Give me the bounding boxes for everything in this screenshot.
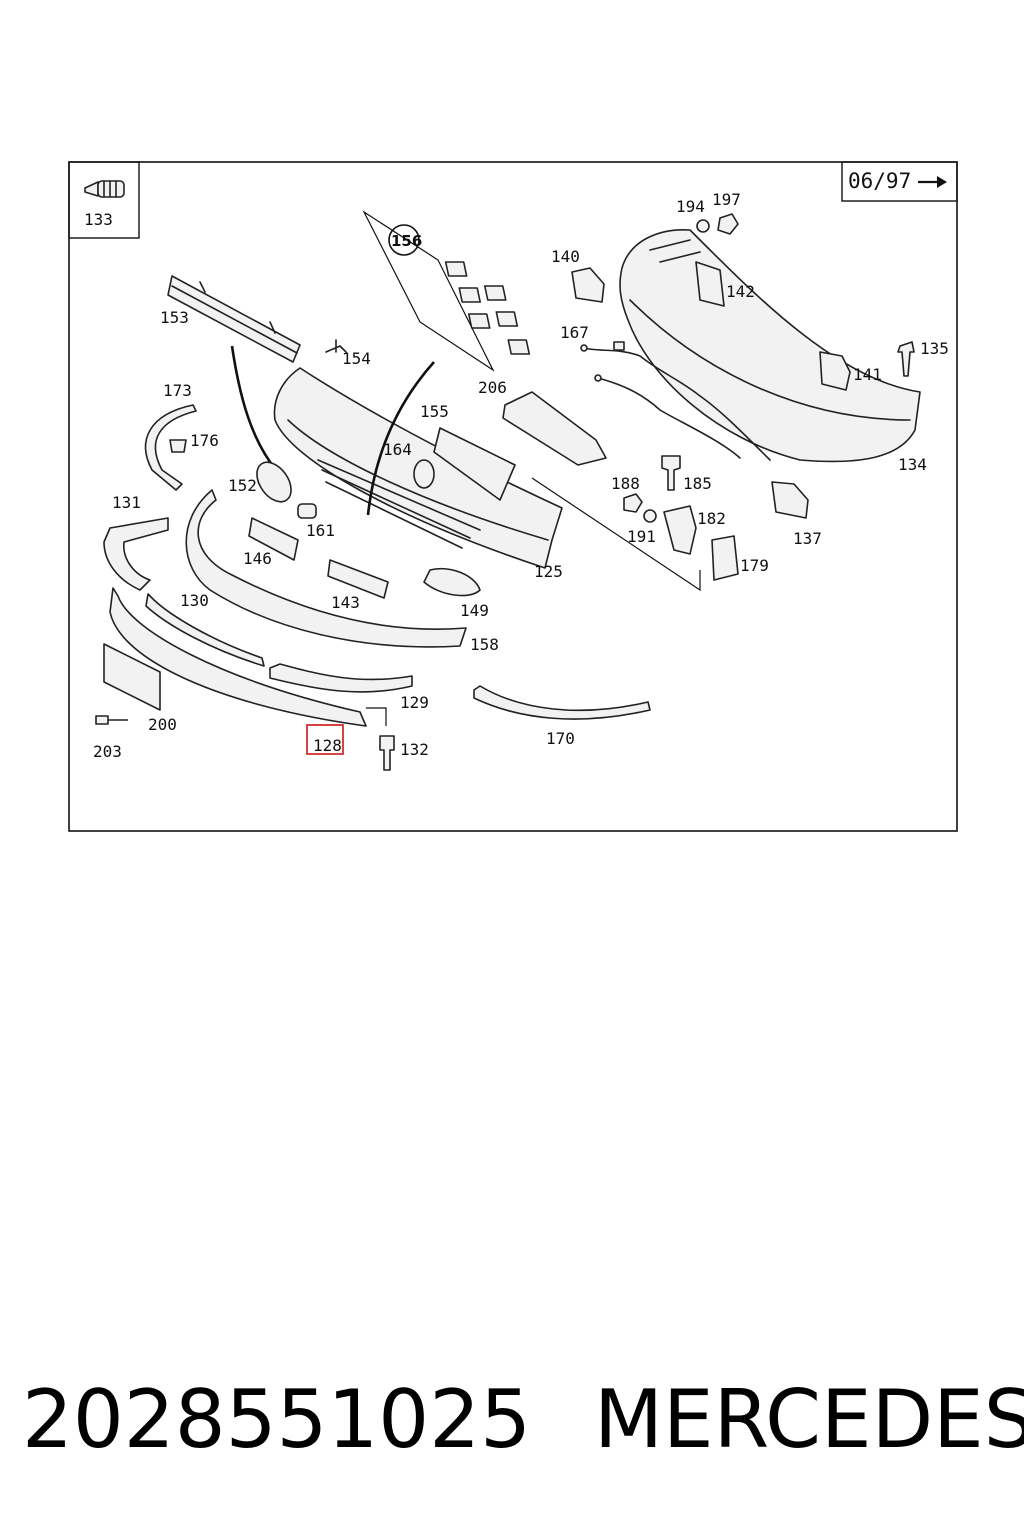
callout-142: 142: [726, 282, 755, 301]
bracket-137: [771, 481, 809, 519]
grille-143: [327, 559, 389, 599]
bolt-132: [379, 735, 395, 771]
callout-146: 146: [243, 549, 272, 568]
grille-insert-panel: [362, 210, 531, 372]
callout-132: 132: [400, 740, 429, 759]
callout-125: 125: [534, 562, 563, 581]
highlight-box-128: [306, 724, 344, 755]
fog-cover-149: [423, 568, 481, 597]
block-179: [711, 535, 739, 581]
callout-161: 161: [306, 521, 335, 540]
bracket-206: [502, 391, 607, 466]
callout-141: 141: [853, 365, 882, 384]
callout-140: 140: [551, 247, 580, 266]
nut-197: [717, 213, 739, 235]
washer-194: [696, 219, 710, 233]
leader-125: [531, 477, 701, 592]
callout-173: 173: [163, 381, 192, 400]
leader-arrow-153: [230, 345, 278, 471]
callout-155: 155: [420, 402, 449, 421]
bolt-185: [661, 455, 681, 491]
wiring-harness-167: [580, 341, 771, 461]
callout-176: 176: [190, 431, 219, 450]
bumper-cover-125: [273, 367, 563, 569]
callout-129: 129: [400, 693, 429, 712]
callout-188: 188: [611, 474, 640, 493]
callout-191: 191: [627, 527, 656, 546]
trim-strip-173: [144, 404, 197, 491]
callout-164: 164: [383, 440, 412, 459]
callout-194: 194: [676, 197, 705, 216]
strip-130: [145, 593, 265, 667]
callout-149: 149: [460, 601, 489, 620]
callout-130: 130: [180, 591, 209, 610]
callout-152: 152: [228, 476, 257, 495]
right-arrow-icon: [918, 176, 947, 188]
diagram-frame: [68, 161, 958, 832]
bracket-141: [819, 351, 851, 391]
trim-129: [269, 663, 413, 693]
callout-206: 206: [478, 378, 507, 397]
clip-nut-176: [169, 439, 187, 453]
leader-128: [366, 707, 387, 726]
callout-134: 134: [898, 455, 927, 474]
leader-arrow-164: [366, 361, 435, 516]
callout-200: 200: [148, 715, 177, 734]
callout-203: 203: [93, 742, 122, 761]
reinforcement-bar: [167, 275, 301, 363]
inset-box-133: [68, 161, 140, 239]
grille-146: [248, 517, 299, 561]
washer-191: [643, 509, 657, 523]
plate-holder-200: [103, 643, 161, 711]
callout-153: 153: [160, 308, 189, 327]
clip-icon: [84, 180, 125, 198]
callout-137: 137: [793, 529, 822, 548]
bracket-154: [325, 339, 347, 353]
clip-135: [897, 341, 915, 377]
bracket-182: [663, 505, 697, 555]
screw-203: [95, 715, 128, 725]
callout-154: 154: [342, 349, 371, 368]
date-box: [841, 161, 958, 202]
callout-170: 170: [546, 729, 575, 748]
callout-197: 197: [712, 190, 741, 209]
callout-179: 179: [740, 556, 769, 575]
callout-156: 156: [391, 232, 422, 250]
callout-133: 133: [84, 210, 113, 229]
bracket-140: [571, 267, 605, 303]
callout-131: 131: [112, 493, 141, 512]
mounting-rail-131: [103, 517, 169, 591]
callout-156-circle: [388, 224, 420, 256]
callout-128: 128: [313, 736, 342, 755]
callout-167: 167: [560, 323, 589, 342]
brand-name: MERCEDES: [594, 1373, 1024, 1466]
nut-188: [623, 493, 643, 513]
spoiler-158: [185, 489, 467, 648]
date-range: 06/97: [848, 169, 911, 193]
lower-moulding-128: [109, 587, 367, 727]
cap-161: [297, 503, 317, 519]
callout-143: 143: [331, 593, 360, 612]
callout-182: 182: [697, 509, 726, 528]
emblem-152: [256, 461, 292, 503]
trim-strip-170: [473, 685, 651, 720]
footer: 2028551025 MERCEDES: [0, 1370, 1024, 1470]
part-number: 2028551025: [22, 1373, 531, 1466]
callout-185: 185: [683, 474, 712, 493]
bumper-assembly-134: [619, 229, 921, 463]
bracket-142: [695, 261, 725, 307]
callout-158: 158: [470, 635, 499, 654]
callout-135: 135: [920, 339, 949, 358]
grille-bracket-155: [433, 427, 516, 501]
